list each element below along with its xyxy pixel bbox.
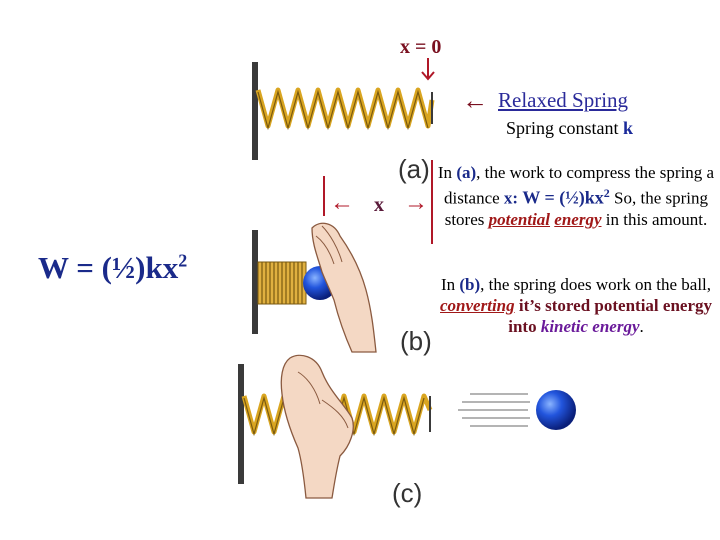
wall-a xyxy=(252,62,258,160)
hand-c xyxy=(280,354,354,499)
motion-lines xyxy=(458,393,530,427)
relaxed-arrow: ← xyxy=(462,86,488,115)
paragraph-a: In (a), the work to compress the spring … xyxy=(437,163,715,229)
panel-a-label: (a) xyxy=(398,154,430,184)
ball-c xyxy=(536,390,576,430)
wall-c xyxy=(238,364,244,484)
spring-relaxed-shadow xyxy=(257,89,429,131)
x-displacement-label: x xyxy=(374,194,384,216)
work-formula: W = (½)kx2 xyxy=(38,250,188,285)
x0-arrowhead xyxy=(421,71,435,81)
spring-compressed xyxy=(257,261,307,305)
paragraph-b: In (b), the spring does work on the ball… xyxy=(440,275,712,336)
panel-b-label: (b) xyxy=(400,326,432,356)
x0-label: x = 0 xyxy=(400,36,442,58)
x-left-arrow: ← xyxy=(330,190,354,216)
relaxed-spring-label: Relaxed Spring xyxy=(498,88,629,112)
x-right-arrow: → xyxy=(404,190,428,216)
hand-b xyxy=(311,222,377,353)
panel-c-label: (c) xyxy=(392,478,423,508)
spring-constant-label: Spring constant k xyxy=(506,118,634,138)
wall-b xyxy=(252,230,258,334)
